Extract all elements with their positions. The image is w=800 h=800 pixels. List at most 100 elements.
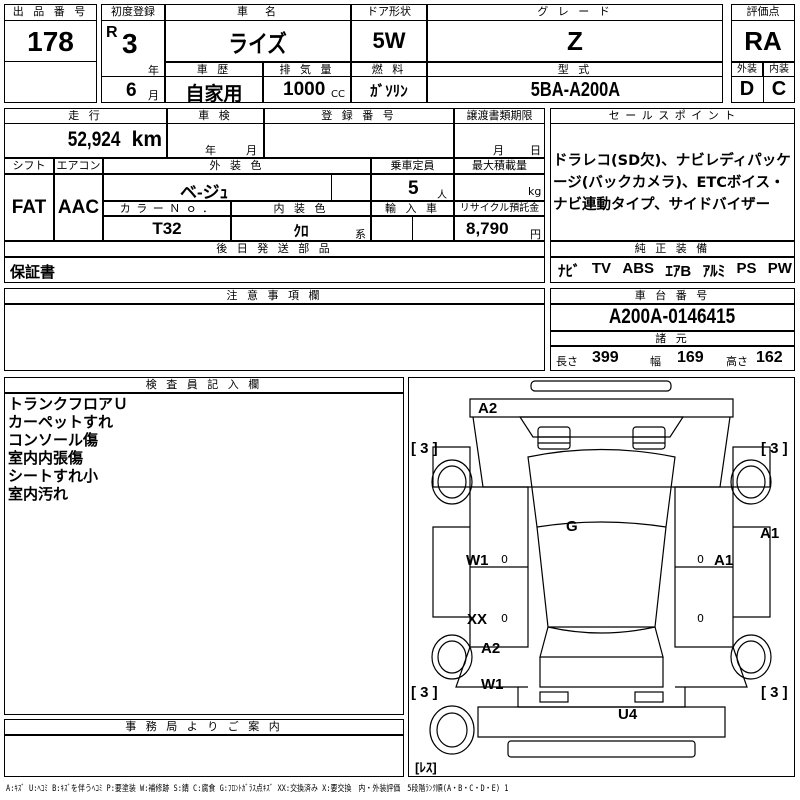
damage-mark-w1-lower: W1 <box>481 676 504 693</box>
tire-rear-right <box>730 634 772 680</box>
remark-line: 室内内張傷 <box>8 449 84 467</box>
int-color-label: 内 装 色 <box>231 201 371 216</box>
notes-label: 注 意 事 項 欄 <box>4 288 545 304</box>
rating-label: 評価点 <box>731 4 795 21</box>
equipment-item: ｱﾙﾐ <box>702 263 726 280</box>
later-parts-box <box>4 257 545 283</box>
remark-line: カーペットすれ <box>8 413 114 431</box>
color-no-label: カ ラ ー Ｎ ｏ ． <box>103 201 231 216</box>
spec-height: 162 <box>756 349 783 366</box>
fuel-value: ｶﾞｿﾘﾝ <box>370 83 408 100</box>
max-load-box <box>454 174 545 201</box>
aircon-box <box>54 174 103 241</box>
mark-zero: 0 <box>501 553 508 566</box>
spare-tire-label: [ﾚｽ] <box>415 760 437 775</box>
lot-number: 178 <box>27 26 74 57</box>
model-label: 型 式 <box>427 62 723 77</box>
legend-text: A:ｷｽﾞ U:ﾍｺﾐ B:ｷｽﾞを伴うﾍｺﾐ P:要塗装 W:補修跡 S:錆 … <box>6 784 509 794</box>
sales-points-text: ドラレコ(SD欠)、ナビレディパッケージ(バックカメラ)、ETCボイス・ナビ連動… <box>553 153 791 213</box>
recycle-box <box>454 216 545 241</box>
first-reg-label: 初度登録 <box>101 4 165 21</box>
int-color-box <box>231 216 371 241</box>
tire-fr-rating: [ 3 ] <box>761 440 788 457</box>
tire-front-left <box>431 459 473 505</box>
aircon-label: エアコン <box>54 158 103 174</box>
inspection-month-unit: 月 <box>246 144 257 157</box>
first-reg-year-unit: 年 <box>148 64 159 77</box>
capacity-unit: 人 <box>437 190 447 201</box>
max-load-unit: kg <box>528 185 542 198</box>
notes-box <box>4 304 545 371</box>
first-reg-month-unit: 月 <box>148 89 159 102</box>
chassis-value: A200A-0146415 <box>609 305 736 328</box>
spec-length: 399 <box>592 349 619 366</box>
car-diagram-box <box>408 377 795 777</box>
damage-mark-u4: U4 <box>618 706 638 723</box>
capacity-box <box>371 174 454 201</box>
remark-line: 室内汚れ <box>8 485 69 503</box>
office-label: 事 務 局 よ り ご 案 内 <box>4 719 404 735</box>
damage-mark-a1-right: A1 <box>714 552 734 569</box>
car-name-label: 車 名 <box>165 4 351 21</box>
recycle-unit: 円 <box>530 228 541 241</box>
equipment-box <box>550 257 795 283</box>
damage-mark-xx: XX <box>467 611 488 628</box>
rating-divider <box>731 61 795 62</box>
spare-tire <box>429 705 475 755</box>
inspector-box <box>4 393 404 715</box>
remark-line: シートすれ小 <box>8 467 99 485</box>
damage-mark-w1-left: W1 <box>466 552 489 569</box>
inspection-year-unit: 年 <box>205 144 216 157</box>
damage-mark-a2-top: A2 <box>478 400 498 417</box>
spec-width-label: 幅 <box>650 355 661 368</box>
spec-length-label: 長さ <box>556 355 578 368</box>
shift-box <box>4 174 54 241</box>
recycle-value: 8,790 <box>466 219 509 238</box>
door-label: ドア形状 <box>351 4 427 21</box>
max-load-label: 最大積載量 <box>454 158 545 174</box>
rating-v-divider <box>763 77 764 103</box>
int-color-unit: 系 <box>355 228 366 241</box>
chassis-box <box>550 304 795 331</box>
hood-shape <box>469 398 734 418</box>
equipment-label: 純 正 装 備 <box>550 241 795 257</box>
remark-line: トランクフロアＵ <box>8 395 129 413</box>
color-no-box <box>103 216 231 241</box>
exterior-grade-label: 外装 <box>731 62 763 77</box>
displacement-label: 排 気 量 <box>263 62 351 77</box>
windshield-shape <box>472 416 731 488</box>
exterior-grade: D <box>739 78 755 100</box>
transfer-month-unit: 月 <box>493 144 504 157</box>
tire-front-right <box>730 459 772 505</box>
ext-color-sub <box>331 174 332 201</box>
lot-divider <box>4 61 97 62</box>
front-bumper-shape <box>530 380 672 392</box>
tire-rl-rating: [ 3 ] <box>411 684 438 701</box>
spec-width: 169 <box>677 349 704 366</box>
equipment-item: ﾅﾋﾞ <box>558 263 581 280</box>
import-divider <box>412 216 413 241</box>
inspector-label: 検 査 員 記 入 欄 <box>4 377 404 393</box>
equipment-item: ｴｱB <box>665 263 692 280</box>
first-reg-divider <box>101 76 165 77</box>
history-label: 車 歴 <box>165 62 263 77</box>
displacement-unit: CC <box>331 89 345 100</box>
shift-label: シフト <box>4 158 54 174</box>
specs-label: 諸 元 <box>550 331 795 346</box>
mark-zero: 0 <box>697 553 704 566</box>
aircon-value: AAC <box>57 197 100 218</box>
inspection-label: 車 検 <box>167 108 264 124</box>
roof-shape <box>527 448 676 528</box>
first-reg-month: 6 <box>126 80 137 101</box>
specs-box <box>550 346 795 371</box>
interior-grade: C <box>771 78 787 100</box>
model-text: 5BA-A200A <box>530 79 620 101</box>
inspector-remarks: トランクフロアＵ カーペットすれ コンソール傷 室内内張傷 シートすれ小 室内汚… <box>8 395 128 503</box>
import-label: 輸 入 車 <box>371 201 454 216</box>
first-reg-year: 3 <box>122 28 138 59</box>
office-box <box>4 735 404 777</box>
first-reg-era: R <box>106 24 118 41</box>
rating-value: RA <box>744 26 782 56</box>
model-value: 5BA-A200A <box>427 79 723 102</box>
fuel-label: 燃 料 <box>351 62 427 77</box>
